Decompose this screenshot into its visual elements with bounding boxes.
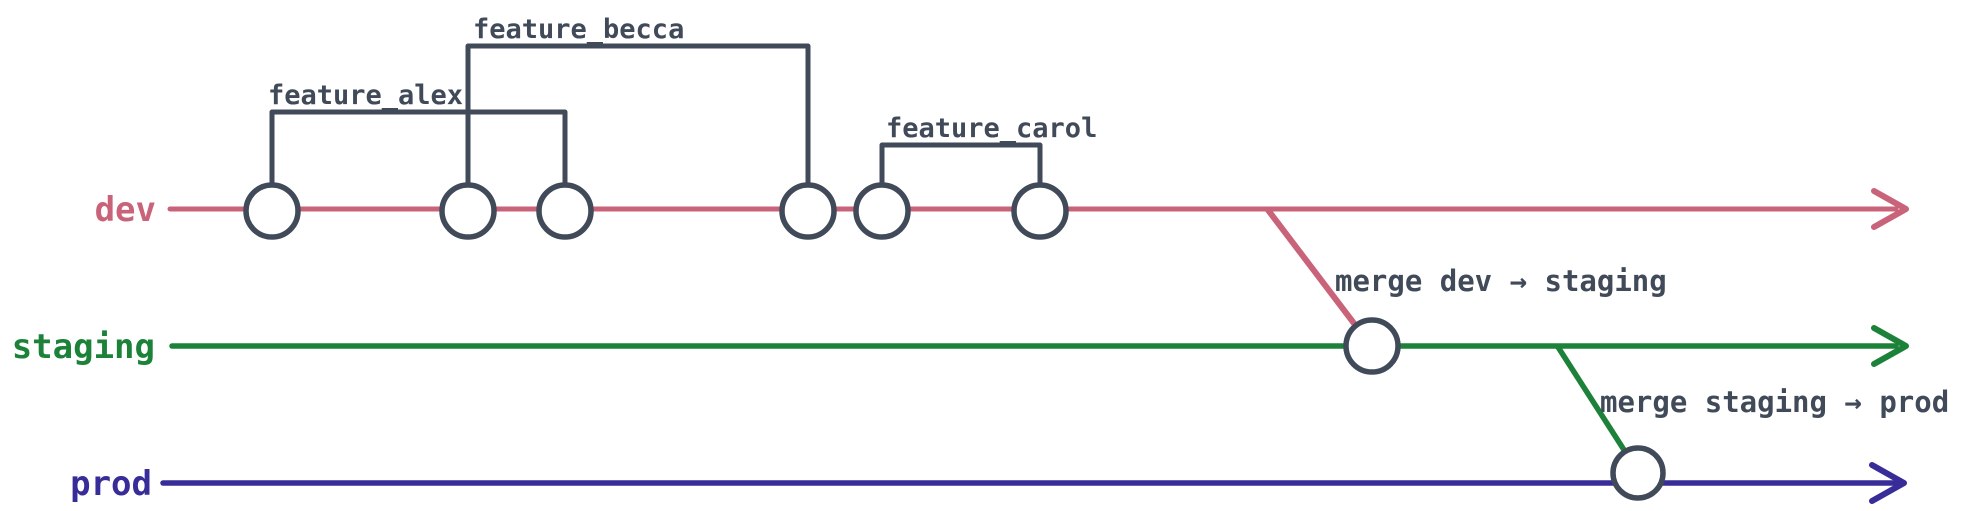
- commit-node-dev-3: [536, 182, 594, 240]
- arrowhead-dev: [1871, 188, 1909, 230]
- merge-commit-node-staging: [1343, 317, 1401, 375]
- commit-node-dev-6: [1011, 182, 1069, 240]
- merge-line-staging-to-prod: [1555, 344, 1629, 456]
- feature-label-carol: feature_carol: [886, 113, 1097, 144]
- merge-line-dev-to-staging: [1265, 207, 1359, 329]
- commit-node-dev-4: [779, 182, 837, 240]
- branch-label-staging: staging: [12, 327, 155, 367]
- arrowhead-prod: [1869, 462, 1907, 504]
- feature-bracket-carol: [879, 142, 1043, 189]
- merge-commit-node-prod: [1610, 445, 1666, 501]
- merge-label-staging-to-prod: merge staging → prod: [1600, 385, 1949, 419]
- branch-label-prod: prod: [70, 464, 152, 504]
- commit-node-dev-2: [439, 182, 497, 240]
- commit-node-dev-5: [853, 182, 911, 240]
- feature-bracket-alex: [269, 109, 568, 189]
- feature-label-becca: feature_becca: [473, 14, 684, 45]
- feature-bracket-becca: [465, 43, 811, 189]
- merge-label-dev-to-staging: merge dev → staging: [1335, 264, 1667, 298]
- feature-label-alex: feature_alex: [268, 80, 463, 111]
- branch-label-dev: dev: [95, 190, 156, 230]
- arrowhead-staging: [1871, 325, 1909, 367]
- commit-node-dev-1: [243, 182, 301, 240]
